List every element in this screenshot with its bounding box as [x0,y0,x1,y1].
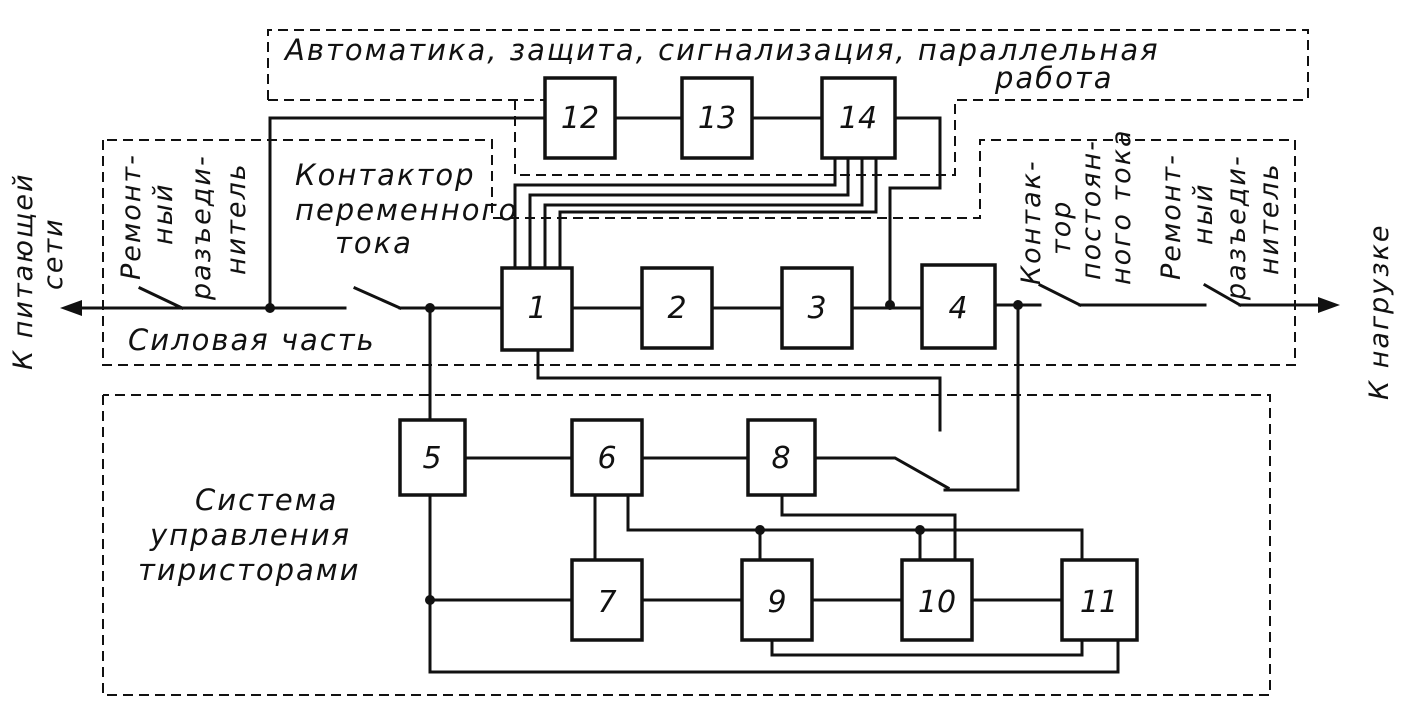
svg-text:8: 8 [771,441,790,476]
dc-contactor-label-4: ного тока [1106,128,1137,285]
ac-contactor-label-1: Контактор [295,158,476,192]
dc-contactor-label-3: постоян- [1076,139,1107,280]
svg-text:5: 5 [422,441,441,476]
block-1: 1 [500,266,574,352]
svg-text:13: 13 [698,101,736,136]
svg-text:3: 3 [807,291,826,326]
block-8: 8 [746,418,817,497]
block-12: 12 [543,76,617,160]
block-7: 7 [570,558,644,642]
to-supply-label-1: К питающей [8,172,39,370]
svg-text:12: 12 [561,101,599,136]
svg-text:2: 2 [667,291,686,326]
power-part-label: Силовая часть [128,323,376,357]
to-supply-label-2: сети [38,217,69,290]
repair-right-label-1: Ремонт- [1156,153,1187,280]
repair-right-label-3: разъеди- [1221,154,1252,301]
block-9: 9 [740,558,814,642]
block-10: 10 [900,558,974,642]
arrow-right-icon [1318,297,1340,313]
automation-label-2: работа [994,61,1113,95]
block-4: 4 [920,263,997,350]
svg-text:10: 10 [918,585,956,620]
repair-left-label-3: разъеди- [186,154,217,301]
svg-text:1: 1 [527,291,546,326]
junctions [265,300,1023,605]
repair-right-label-4: нитель [1254,162,1285,275]
repair-left-label-4: нитель [221,162,252,275]
dc-contactor-label-1: Контак- [1016,159,1047,285]
control-frame [102,394,1271,696]
repair-left-label-2: ный [148,182,179,245]
power-frame [102,139,1296,366]
automation-frame [267,29,1309,176]
svg-text:7: 7 [597,585,616,620]
ac-contactor-label-3: тока [335,226,413,260]
repair-right-label-2: ный [1188,182,1219,245]
to-load-label: К нагрузке [1364,223,1395,400]
block-3: 3 [780,266,854,350]
block-5: 5 [398,418,467,497]
svg-text:4: 4 [948,291,967,326]
block-14: 14 [820,76,897,160]
arrow-left-icon [60,300,82,316]
dc-contactor-label-2: тор [1046,200,1077,255]
automation-wiring [268,116,942,310]
svg-text:11: 11 [1080,585,1118,620]
repair-left-label-1: Ремонт- [116,153,147,280]
svg-text:14: 14 [839,101,877,136]
control-label-3: тиристорами [138,553,360,587]
automation-label: Автоматика, защита, сигнализация, паралл… [283,33,1160,67]
block-13: 13 [680,76,754,160]
block-11: 11 [1060,558,1139,642]
control-wiring [428,306,1120,674]
svg-text:9: 9 [767,585,786,620]
control-label-1: Система [195,483,338,517]
svg-text:6: 6 [597,441,616,476]
control-label-2: управления [149,518,351,552]
ac-contactor-label-2: переменного [295,193,518,227]
block-6: 6 [570,418,644,497]
block-2: 2 [640,266,714,350]
